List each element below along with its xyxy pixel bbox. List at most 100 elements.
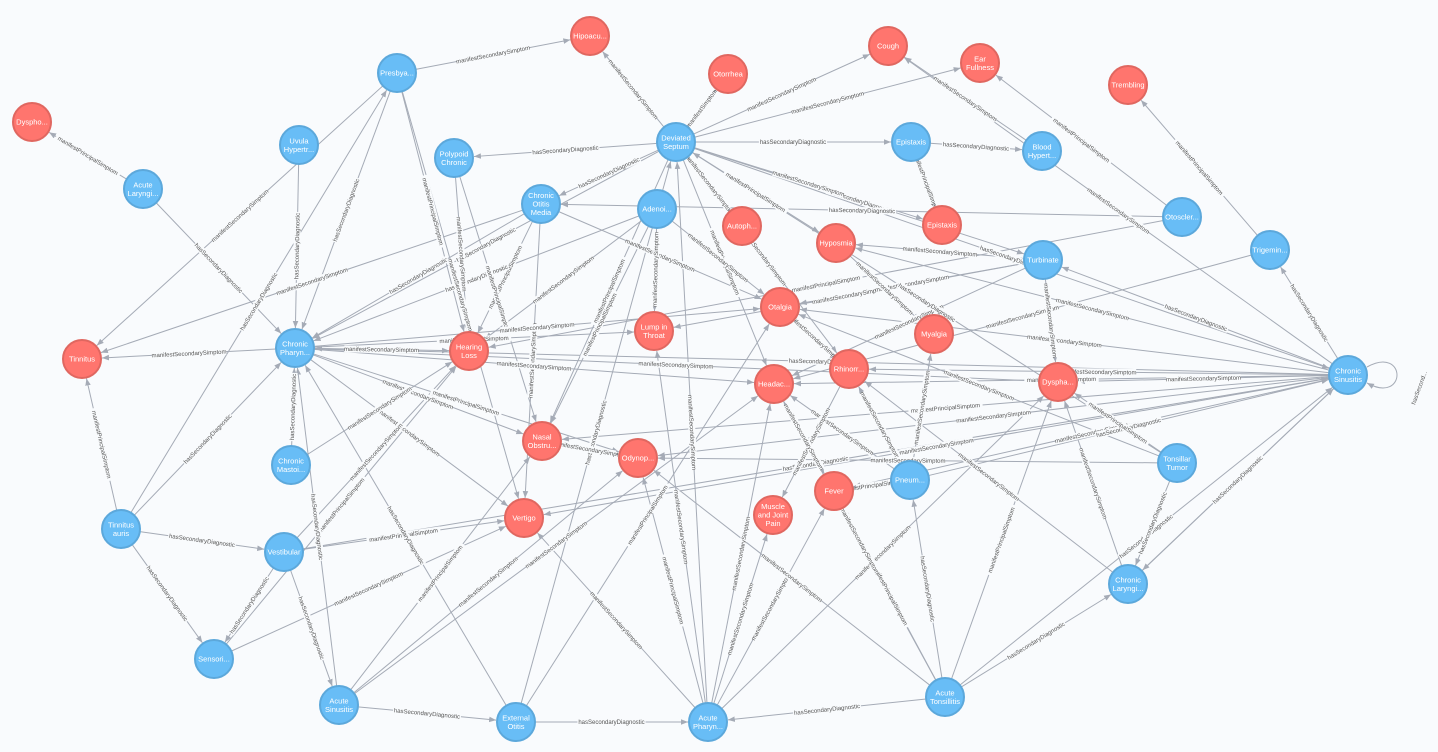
symptom-node-cough[interactable]: Cough bbox=[868, 26, 908, 66]
node-circle[interactable] bbox=[264, 532, 304, 572]
symptom-node-nasal-obstruction[interactable]: NasalObstru... bbox=[522, 421, 562, 461]
disease-node-chronic-mastoiditis[interactable]: ChronicMastoi... bbox=[271, 445, 311, 485]
disease-node-turbinate[interactable]: Turbinate bbox=[1023, 240, 1063, 280]
symptom-node-dysphagia[interactable]: Dyspha... bbox=[1038, 362, 1078, 402]
node-circle[interactable] bbox=[1022, 131, 1062, 171]
node-circle[interactable] bbox=[1108, 65, 1148, 105]
disease-node-sensorineural[interactable]: Sensori... bbox=[194, 639, 234, 679]
node-circle[interactable] bbox=[12, 102, 52, 142]
node-caption: auris bbox=[113, 529, 130, 538]
node-circle[interactable] bbox=[754, 364, 794, 404]
node-circle[interactable] bbox=[194, 639, 234, 679]
node-circle[interactable] bbox=[1157, 443, 1197, 483]
node-circle[interactable] bbox=[656, 122, 696, 162]
node-circle[interactable] bbox=[925, 677, 965, 717]
node-circle[interactable] bbox=[753, 495, 793, 535]
node-circle[interactable] bbox=[1162, 197, 1202, 237]
node-circle[interactable] bbox=[722, 206, 762, 246]
disease-node-adenoiditis[interactable]: Adenoi... bbox=[637, 189, 677, 229]
disease-node-pneumonia[interactable]: Pneum... bbox=[890, 460, 930, 500]
symptom-node-myalgia[interactable]: Myalgia bbox=[914, 314, 954, 354]
edge-label-background bbox=[1288, 282, 1331, 344]
disease-node-acute-pharyngitis[interactable]: AcutePharyn... bbox=[688, 702, 728, 742]
node-circle[interactable] bbox=[496, 702, 536, 742]
node-circle[interactable] bbox=[618, 438, 658, 478]
symptom-node-otorrhea[interactable]: Otorrhea bbox=[708, 54, 748, 94]
node-circle[interactable] bbox=[868, 26, 908, 66]
edge-label: manifestSecondarySimptom bbox=[727, 583, 755, 656]
node-circle[interactable] bbox=[101, 509, 141, 549]
symptom-node-otalgia[interactable]: Otalgia bbox=[760, 287, 800, 327]
node-circle[interactable] bbox=[521, 184, 561, 224]
symptom-node-hyposmia[interactable]: Hyposmia bbox=[816, 223, 856, 263]
node-circle[interactable] bbox=[816, 223, 856, 263]
node-circle[interactable] bbox=[1250, 230, 1290, 270]
disease-node-presbyacusis[interactable]: Presbya... bbox=[377, 53, 417, 93]
disease-node-otosclerosis[interactable]: Otoscler... bbox=[1162, 197, 1202, 237]
disease-node-blood-hypertension[interactable]: BloodHypert... bbox=[1022, 131, 1062, 171]
node-circle[interactable] bbox=[319, 685, 359, 725]
node-circle[interactable] bbox=[434, 138, 474, 178]
disease-node-acute-laryngitis[interactable]: AcuteLaryngi... bbox=[123, 169, 163, 209]
node-circle[interactable] bbox=[1023, 240, 1063, 280]
node-circle[interactable] bbox=[1038, 362, 1078, 402]
symptom-node-rhinorrhea[interactable]: Rhinorr... bbox=[829, 349, 869, 389]
node-circle[interactable] bbox=[688, 702, 728, 742]
node-circle[interactable] bbox=[891, 122, 931, 162]
symptom-node-dysphonia[interactable]: Dyspho... bbox=[12, 102, 52, 142]
node-circle[interactable] bbox=[890, 460, 930, 500]
disease-node-trigeminal[interactable]: Trigemin... bbox=[1250, 230, 1290, 270]
symptom-node-autophony[interactable]: Autoph... bbox=[722, 206, 762, 246]
node-circle[interactable] bbox=[1108, 564, 1148, 604]
self-loop-edge[interactable] bbox=[1366, 361, 1398, 389]
node-circle[interactable] bbox=[504, 498, 544, 538]
symptom-node-fever[interactable]: Fever bbox=[814, 471, 854, 511]
symptom-node-odynophagia[interactable]: Odynop... bbox=[618, 438, 658, 478]
node-circle[interactable] bbox=[960, 43, 1000, 83]
node-circle[interactable] bbox=[62, 339, 102, 379]
node-circle[interactable] bbox=[634, 311, 674, 351]
node-circle[interactable] bbox=[449, 331, 489, 371]
node-circle[interactable] bbox=[1328, 355, 1368, 395]
node-circle[interactable] bbox=[708, 54, 748, 94]
disease-node-chronic-pharyngitis[interactable]: ChronicPharyn... bbox=[275, 328, 315, 368]
symptom-node-vertigo[interactable]: Vertigo bbox=[504, 498, 544, 538]
disease-node-uvula-hypertrophy[interactable]: UvulaHypertr... bbox=[279, 125, 319, 165]
node-circle[interactable] bbox=[377, 53, 417, 93]
node-circle[interactable] bbox=[271, 445, 311, 485]
node-circle[interactable] bbox=[279, 125, 319, 165]
symptom-node-trembling[interactable]: Trembling bbox=[1108, 65, 1148, 105]
node-circle[interactable] bbox=[522, 421, 562, 461]
disease-node-chronic-laryngitis[interactable]: ChronicLaryngi... bbox=[1108, 564, 1148, 604]
node-circle[interactable] bbox=[814, 471, 854, 511]
node-circle[interactable] bbox=[570, 16, 610, 56]
node-circle[interactable] bbox=[123, 169, 163, 209]
node-circle[interactable] bbox=[829, 349, 869, 389]
symptom-node-hypoacusis[interactable]: Hipoacu... bbox=[570, 16, 610, 56]
node-circle[interactable] bbox=[760, 287, 800, 327]
node-circle[interactable] bbox=[275, 328, 315, 368]
node-circle[interactable] bbox=[637, 189, 677, 229]
node-circle[interactable] bbox=[914, 314, 954, 354]
disease-node-epistaxis-d[interactable]: Epistaxis bbox=[891, 122, 931, 162]
node-circle[interactable] bbox=[922, 205, 962, 245]
symptom-node-headache[interactable]: Headac... bbox=[754, 364, 794, 404]
disease-node-vestibular[interactable]: Vestibular bbox=[264, 532, 304, 572]
symptom-node-epistaxis-s[interactable]: Epistaxis bbox=[922, 205, 962, 245]
symptom-node-tinnitus[interactable]: Tinnitus bbox=[62, 339, 102, 379]
edge-label: manifestPrincipalSimptom bbox=[593, 259, 627, 325]
